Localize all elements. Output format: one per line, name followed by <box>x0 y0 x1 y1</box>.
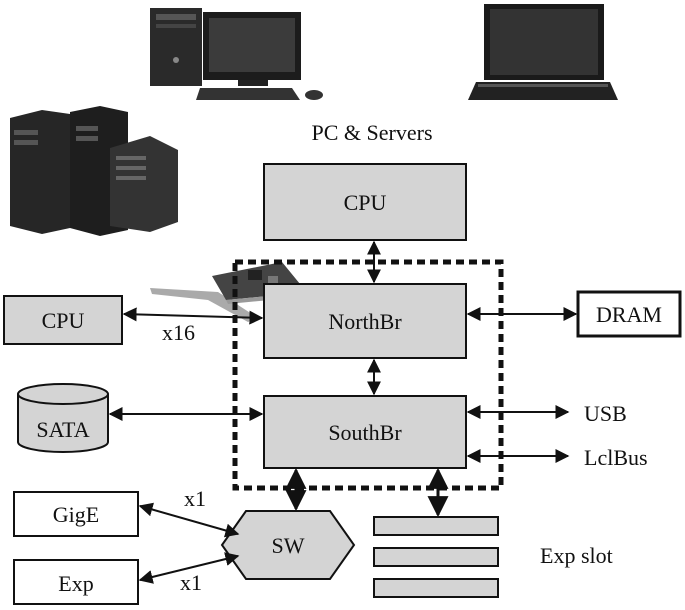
x16-label: x16 <box>162 320 195 345</box>
exp-slot-label: Exp slot <box>540 543 613 568</box>
cpu-northbridge-x16-link <box>122 307 264 325</box>
desktop-computer-icon <box>150 8 323 100</box>
southbridge-label: SouthBr <box>328 420 402 445</box>
lclbus-label: LclBus <box>584 445 648 470</box>
northbridge-block <box>263 283 467 359</box>
dram-label: DRAM <box>596 302 662 327</box>
usb-label: USB <box>584 401 627 426</box>
gige-x1-label: x1 <box>184 486 206 511</box>
sata-disk <box>17 383 109 453</box>
gige-switch-link <box>138 502 240 538</box>
caption: PC & Servers <box>312 120 433 145</box>
dram-block <box>576 290 682 338</box>
exp-slot-bar <box>373 516 499 536</box>
switch-label: SW <box>272 533 305 558</box>
exp-slot-bar <box>373 547 499 567</box>
exp-block <box>13 559 139 605</box>
gige-block <box>13 491 139 537</box>
southbridge-block <box>263 395 467 469</box>
cpu-top-block <box>263 163 467 241</box>
cpu-left-block <box>3 295 123 345</box>
server-towers-icon <box>10 106 178 236</box>
exp-label: Exp <box>58 571 93 596</box>
gige-label: GigE <box>53 502 99 527</box>
sata-label: SATA <box>36 417 89 442</box>
connections <box>108 240 578 584</box>
cpu-top-label: CPU <box>344 190 387 215</box>
exp-x1-label: x1 <box>180 570 202 595</box>
exp-switch-link <box>138 552 240 584</box>
cpu-left-label: CPU <box>42 308 85 333</box>
northbridge-label: NorthBr <box>328 309 402 334</box>
laptop-icon <box>468 4 618 100</box>
exp-slot-bar <box>373 578 499 598</box>
switch-block <box>220 510 356 580</box>
